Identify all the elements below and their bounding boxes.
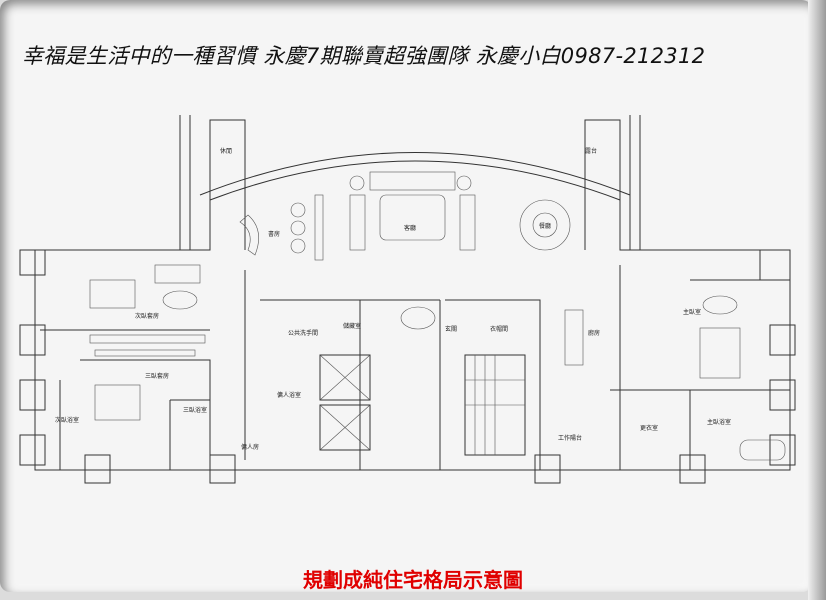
label-dining: 餐廳 <box>539 222 551 230</box>
headline: 幸福是生活中的一種習慣 永慶7期聯賣超強團隊 永慶小白0987-212312 <box>22 44 706 68</box>
label-cloakroom: 衣帽間 <box>490 325 508 333</box>
label-foyer: 玄關 <box>445 325 457 333</box>
frame-edge-shadow <box>808 0 826 600</box>
label-master: 主臥室 <box>683 308 701 316</box>
caption: 規劃成純住宅格局示意圖 <box>303 568 523 592</box>
label-dressing: 更衣室 <box>640 424 658 432</box>
label-kitchen: 廚房 <box>588 329 600 337</box>
label-maid-room: 傭人房 <box>241 443 259 451</box>
label-service-balcony: 工作陽台 <box>558 434 582 442</box>
walls <box>19 115 796 484</box>
label-third-suite: 三臥套房 <box>145 372 169 380</box>
room-labels: 休閒 露台 書房 客廳 餐廳 次臥套房 三臥套房 次臥浴室 三臥浴室 公共洗手間… <box>55 147 731 451</box>
label-master-bath: 主臥浴室 <box>707 418 731 426</box>
label-leisure: 休閒 <box>220 147 232 155</box>
label-study: 書房 <box>268 230 280 238</box>
label-third-bath: 三臥浴室 <box>183 406 207 414</box>
label-second-bath: 次臥浴室 <box>55 416 79 424</box>
label-maid-bath: 傭人浴室 <box>277 391 301 399</box>
label-living: 客廳 <box>404 224 416 232</box>
label-terrace: 露台 <box>585 147 597 155</box>
label-second-suite: 次臥套房 <box>135 312 159 320</box>
label-storage: 儲藏室 <box>343 322 361 330</box>
photo-frame <box>0 0 812 592</box>
furniture <box>89 171 786 461</box>
label-powder-room: 公共洗手間 <box>288 329 318 337</box>
